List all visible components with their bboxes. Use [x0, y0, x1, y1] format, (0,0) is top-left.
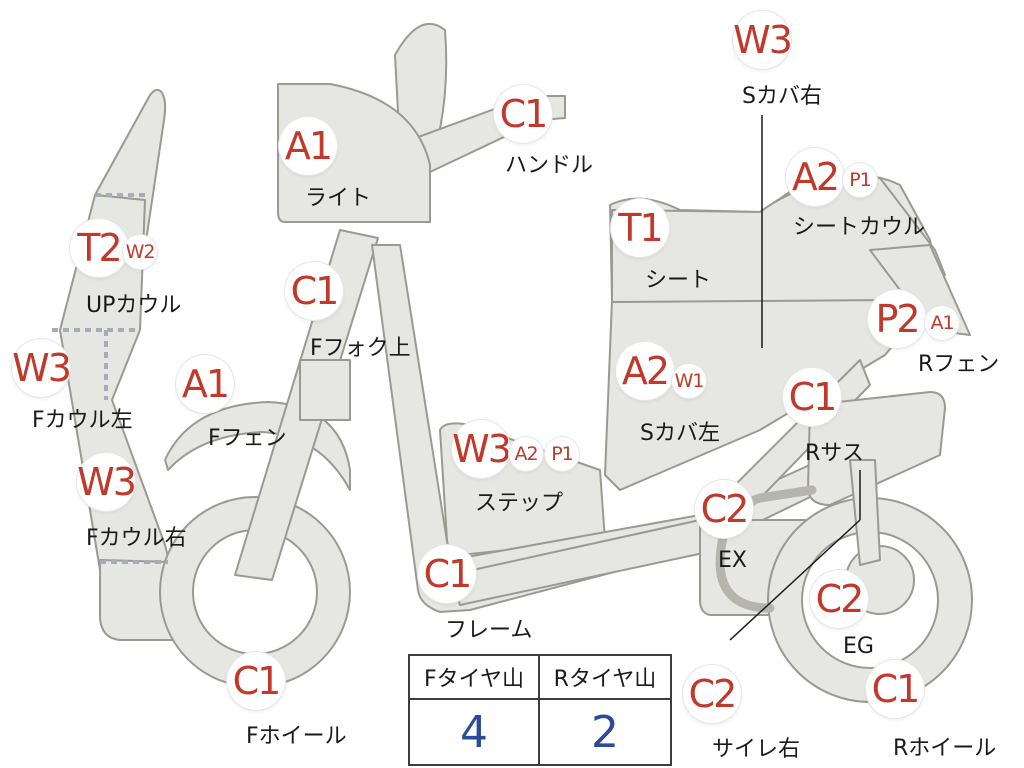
damage-badge: P2: [868, 290, 926, 348]
part-label-f-cowl-right: Fカウル右: [86, 526, 187, 551]
damage-badge: W3: [12, 339, 72, 397]
part-label-s-cover-right: Sカバ右: [742, 84, 822, 109]
damage-badge: A2: [786, 148, 844, 206]
damage-badge: P1: [545, 437, 579, 471]
rear-shock-shape: [849, 459, 881, 566]
damage-badge: P1: [843, 163, 877, 197]
part-label-light: ライト: [305, 186, 372, 211]
part-label-silencer-right: サイレ右: [712, 737, 801, 762]
damage-badge: T2: [70, 219, 128, 277]
damage-badge: C1: [285, 262, 343, 320]
damage-badge: C1: [866, 660, 924, 718]
damage-badge: T1: [611, 199, 669, 257]
rear-tire-value: 2: [591, 706, 619, 758]
damage-badge: W3: [77, 453, 137, 511]
part-label-r-sus: Rサス: [805, 441, 864, 466]
damage-badge: C2: [810, 570, 868, 628]
damage-badge: A2: [509, 437, 543, 471]
damage-badge: W3: [733, 11, 793, 69]
muffler-shape: [807, 391, 946, 506]
damage-badge: C2: [683, 665, 741, 723]
part-label-f-fork-upper: Fフォク上: [310, 336, 411, 361]
part-label-r-fender: Rフェン: [918, 352, 1000, 377]
part-label-f-fender: Fフェン: [208, 426, 287, 451]
damage-badge: A1: [925, 306, 959, 340]
part-label-handle: ハンドル: [505, 153, 594, 178]
damage-badge: A1: [279, 117, 337, 175]
damage-badge: A2: [616, 342, 674, 400]
table-header-front-tire: Fタイヤ山: [410, 656, 540, 700]
part-label-up-cowl: UPカウル: [86, 293, 182, 318]
damage-badge: W2: [123, 235, 157, 269]
part-label-seat: シート: [645, 268, 712, 293]
damage-badge: W3: [452, 420, 512, 478]
front-tire-value: 4: [410, 700, 540, 764]
part-label-step: ステップ: [475, 491, 564, 516]
damage-badge: W1: [672, 364, 706, 398]
fork-crown-shape: [299, 359, 351, 421]
part-label-frame: フレーム: [445, 618, 533, 643]
damage-badge: C1: [418, 545, 476, 603]
table-header-rear-tire: Rタイヤ山: [540, 656, 670, 700]
damage-badge: C1: [783, 368, 841, 426]
part-label-f-wheel: Fホイール: [246, 724, 347, 749]
part-label-f-cowl-left: Fカウル左: [32, 408, 133, 433]
damage-badge: C1: [227, 652, 285, 710]
part-label-eg: EG: [843, 634, 874, 659]
tire-tread-table: Fタイヤ山 Rタイヤ山 4 2: [408, 654, 672, 766]
part-label-s-cover-left: Sカバ左: [640, 421, 720, 446]
part-label-seat-cowl: シートカウル: [793, 215, 926, 240]
damage-badge: A1: [176, 355, 234, 413]
part-label-r-wheel: Rホイール: [893, 736, 997, 761]
damage-badge: C2: [695, 480, 753, 538]
part-label-ex: EX: [718, 548, 747, 573]
damage-badge: C1: [494, 85, 552, 143]
